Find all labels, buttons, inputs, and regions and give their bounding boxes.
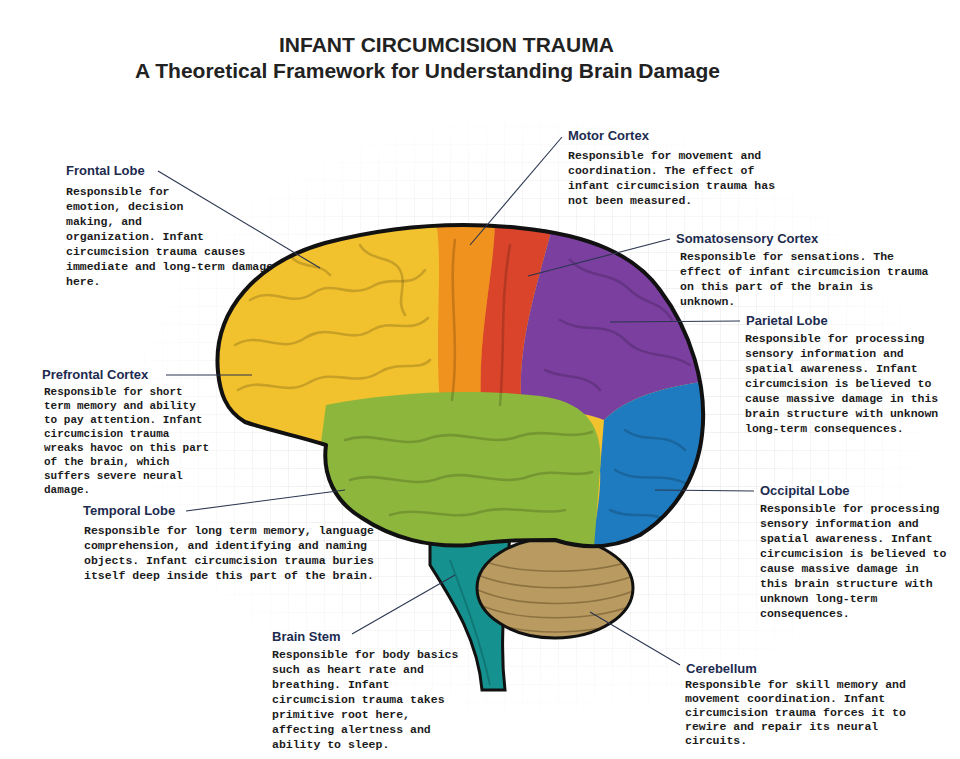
region-heading-block: Temporal Lobe	[83, 503, 175, 519]
region-description-block: Responsible for long term memory, langua…	[84, 523, 374, 583]
region-description: Responsible for sensations. The effect o…	[680, 250, 928, 308]
region-description: Responsible for processing sensory infor…	[745, 332, 938, 435]
region-heading: Brain Stem	[272, 629, 341, 644]
region-heading: Temporal Lobe	[83, 503, 175, 518]
region-heading: Parietal Lobe	[746, 313, 828, 328]
diagram-title: INFANT CIRCUMCISION TRAUMA	[279, 32, 614, 57]
cerebellum-folia	[478, 560, 636, 632]
region-heading-block: Brain Stem	[272, 629, 341, 645]
region-description: Responsible for processing sensory infor…	[760, 502, 946, 620]
region-description: Responsible for skill memory and movemen…	[685, 678, 906, 747]
region-description-block: Responsible for emotion, decision making…	[66, 184, 281, 289]
region-description-block: Responsible for processing sensory infor…	[760, 501, 950, 621]
region-description: Responsible for movement and coordinatio…	[568, 149, 775, 207]
region-description-block: Responsible for short term memory and ab…	[44, 385, 210, 497]
leader-line	[655, 490, 754, 491]
leader-line	[470, 137, 562, 245]
region-heading: Prefrontal Cortex	[42, 367, 148, 382]
region-description-block: Responsible for processing sensory infor…	[745, 331, 945, 436]
region-description: Responsible for emotion, decision making…	[66, 185, 273, 288]
cerebrum-outline	[217, 225, 703, 546]
leader-line	[610, 321, 740, 322]
region-heading-block: Somatosensory Cortex	[676, 231, 818, 247]
region-heading-block: Cerebellum	[686, 661, 757, 677]
diagram-subtitle-block: A Theoretical Framework for Understandin…	[135, 58, 720, 83]
region-description-block: Responsible for body basics such as hear…	[272, 647, 467, 752]
region-heading: Cerebellum	[686, 661, 757, 676]
region-heading-block: Occipital Lobe	[760, 483, 850, 499]
background-grid	[110, 100, 950, 730]
region-heading: Somatosensory Cortex	[676, 231, 818, 246]
leader-line	[186, 490, 345, 511]
region-description: Responsible for long term memory, langua…	[84, 524, 374, 582]
temporal-lobe-region	[300, 392, 601, 600]
gyri-folds	[235, 240, 690, 520]
region-description-block: Responsible for movement and coordinatio…	[568, 148, 793, 208]
region-heading: Frontal Lobe	[66, 163, 145, 178]
leader-line	[352, 575, 455, 634]
region-description-block: Responsible for sensations. The effect o…	[680, 249, 930, 309]
leader-line	[166, 374, 252, 375]
region-description: Responsible for short term memory and ab…	[44, 386, 209, 496]
leader-lines	[158, 137, 754, 665]
leader-line	[528, 239, 670, 276]
region-description: Responsible for body basics such as hear…	[272, 648, 458, 751]
region-heading-block: Parietal Lobe	[746, 313, 828, 329]
region-heading-block: Motor Cortex	[568, 128, 649, 144]
region-heading: Occipital Lobe	[760, 483, 850, 498]
leader-line	[590, 612, 680, 665]
region-heading: Motor Cortex	[568, 128, 649, 143]
region-description-block: Responsible for skill memory and movemen…	[685, 678, 935, 748]
region-heading-block: Frontal Lobe	[66, 163, 145, 179]
diagram-subtitle: A Theoretical Framework for Understandin…	[135, 59, 720, 82]
region-heading-block: Prefrontal Cortex	[42, 367, 148, 383]
